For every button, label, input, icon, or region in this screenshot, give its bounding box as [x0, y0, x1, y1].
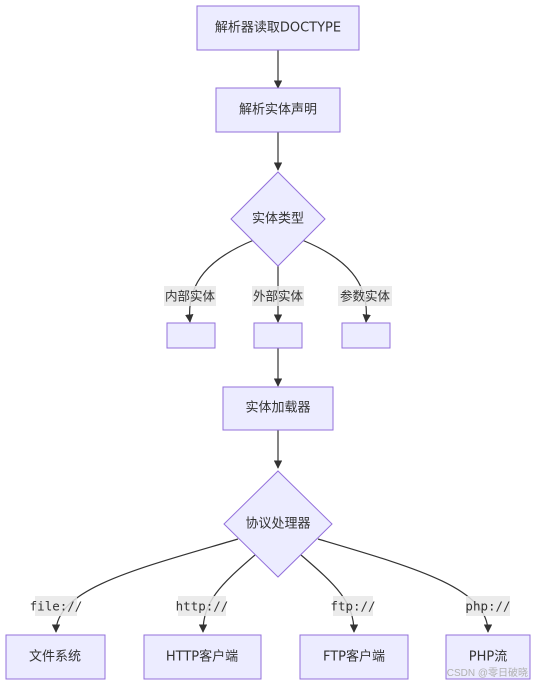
- svg-text:外部实体: 外部实体: [253, 289, 304, 304]
- edge-label-http: http://: [176, 596, 229, 616]
- svg-text:实体加载器: 实体加载器: [245, 401, 310, 416]
- svg-text:参数实体: 参数实体: [340, 289, 391, 304]
- svg-text:http://: http://: [176, 599, 229, 614]
- svg-text:ftp://: ftp://: [330, 599, 375, 614]
- node-external-entity: [253, 322, 303, 349]
- edge-label-ftp: ftp://: [330, 596, 376, 616]
- edge-protocol-to-file: [51, 538, 239, 633]
- svg-text:解析器读取DOCTYPE: 解析器读取DOCTYPE: [215, 21, 341, 36]
- edge-type-to-internal: [185, 239, 255, 323]
- node-php-stream: PHP流: [445, 634, 531, 680]
- node-file-system: 文件系统: [5, 634, 106, 680]
- edge-protocol-to-php: [317, 538, 493, 633]
- node-doctype: 解析器读取DOCTYPE: [196, 5, 360, 51]
- node-entity-type-decision: 实体类型: [230, 171, 326, 267]
- svg-text:php://: php://: [465, 599, 510, 614]
- edge-label-internal: 内部实体: [164, 286, 216, 306]
- edge-label-external: 外部实体: [252, 286, 304, 306]
- node-ftp-client: FTP客户端: [299, 634, 409, 680]
- node-entity-declaration: 解析实体声明: [215, 87, 341, 133]
- svg-text:解析实体声明: 解析实体声明: [239, 103, 317, 118]
- edge-label-file: file://: [30, 596, 83, 616]
- node-internal-entity: [166, 322, 216, 349]
- svg-text:实体类型: 实体类型: [252, 212, 304, 227]
- edge-label-param: 参数实体: [338, 286, 392, 306]
- node-protocol-handler-decision: 协议处理器: [223, 470, 333, 578]
- edge-protocol-to-ftp: [300, 554, 359, 633]
- edge-type-to-param: [301, 239, 371, 323]
- svg-text:FTP客户端: FTP客户端: [323, 649, 385, 665]
- svg-text:PHP流: PHP流: [469, 650, 507, 665]
- svg-text:协议处理器: 协议处理器: [245, 517, 310, 532]
- node-http-client: HTTP客户端: [143, 634, 262, 680]
- watermark: CSDN @零日破晓: [446, 668, 528, 679]
- node-entity-loader: 实体加载器: [222, 386, 334, 431]
- edge-label-php: php://: [465, 596, 511, 616]
- svg-text:HTTP客户端: HTTP客户端: [166, 649, 238, 665]
- svg-text:内部实体: 内部实体: [165, 289, 216, 304]
- edge-protocol-to-http: [198, 554, 256, 633]
- node-parameter-entity: [341, 322, 391, 349]
- svg-text:file://: file://: [30, 599, 83, 614]
- svg-text:文件系统: 文件系统: [29, 650, 81, 665]
